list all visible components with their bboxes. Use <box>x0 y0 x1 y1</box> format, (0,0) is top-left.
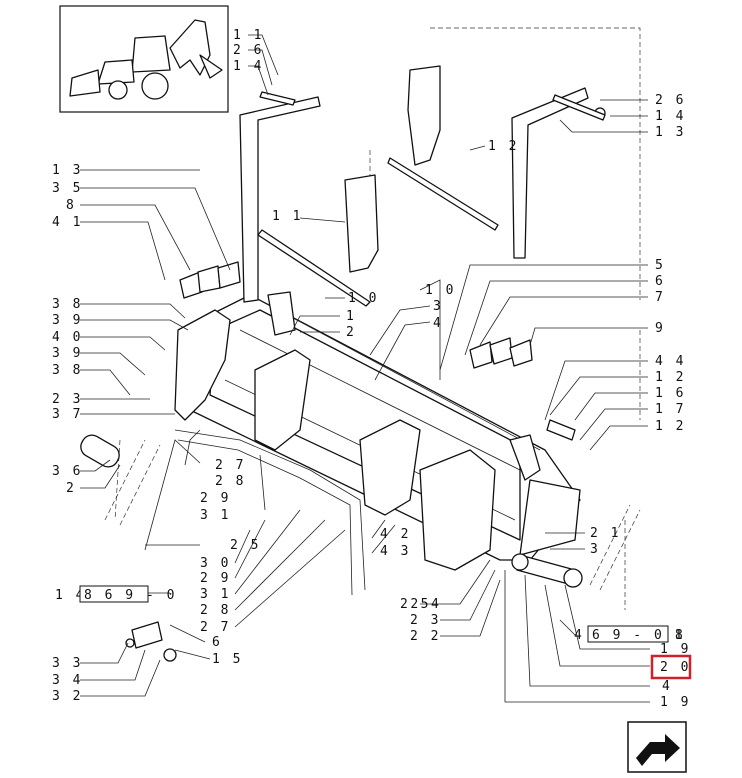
label-21: 2 1 <box>590 526 621 541</box>
label-17: 1 7 <box>655 402 686 417</box>
label-10b: 1 0 <box>425 283 456 298</box>
label-10a: 1 0 <box>348 291 379 306</box>
label-6b: 6 <box>212 635 222 650</box>
label-13-right: 1 3 <box>655 125 686 140</box>
page-turn-arrow-icon[interactable] <box>627 721 687 773</box>
label-39b: 3 9 <box>52 346 83 361</box>
label-34: 3 4 <box>52 673 83 688</box>
label-30: 3 0 <box>200 556 231 571</box>
label-35: 3 5 <box>52 181 83 196</box>
label-14-right: 1 4 <box>655 109 686 124</box>
ref-right-box: 6 9 - 0 1 <box>592 628 685 643</box>
label-42: 4 2 <box>380 527 411 542</box>
label-19b: 1 9 <box>660 695 691 710</box>
label-40: 4 0 <box>52 330 83 345</box>
label-13: 1 3 <box>52 163 83 178</box>
latch-parts <box>125 621 177 662</box>
loader-arms <box>239 87 589 303</box>
label-14-top: 1 4 <box>233 59 264 74</box>
label-1: 1 <box>346 309 356 324</box>
label-31a: 3 1 <box>200 508 231 523</box>
label-23a: 2 3 <box>52 392 83 407</box>
label-23b: 2 3 <box>410 613 441 628</box>
label-3a: 3 <box>433 299 443 314</box>
label-15: 1 5 <box>212 652 243 667</box>
ref-left-prefix: 1 4 <box>55 588 86 603</box>
upper-brackets <box>344 65 441 273</box>
label-12a: 1 2 <box>655 370 686 385</box>
label-12-top: 1 2 <box>488 139 519 154</box>
label-28b: 2 8 <box>200 603 231 618</box>
label-11-top: 1 1 <box>233 28 264 43</box>
cylinders <box>80 434 641 591</box>
label-9: 9 <box>655 321 665 336</box>
label-41: 4 1 <box>52 215 83 230</box>
wear-pads <box>179 261 533 369</box>
label-27a: 2 7 <box>215 458 246 473</box>
hydraulic-lines <box>174 429 366 596</box>
cross-shafts <box>257 157 499 307</box>
label-22: 2 2 <box>410 629 441 644</box>
label-5: 5 <box>655 258 665 273</box>
reference-box-right: 4 6 9 - 0 1 <box>574 625 685 643</box>
ref-right-prefix: 4 <box>574 628 584 643</box>
label-38b: 3 8 <box>52 363 83 378</box>
label-7: 7 <box>655 290 665 305</box>
backhoe-loader-thumbnail <box>59 5 229 113</box>
label-39a: 3 9 <box>52 313 83 328</box>
label-31b: 3 1 <box>200 587 231 602</box>
label-4a: 4 <box>433 316 443 331</box>
label-2254: 2254 <box>400 597 441 612</box>
label-43: 4 3 <box>380 544 411 559</box>
leader-lines <box>80 34 650 703</box>
callout-labels: 1 1 2 6 1 4 2 6 1 4 1 3 1 2 1 3 3 5 8 4 … <box>52 28 691 710</box>
pin-assembly <box>259 91 606 588</box>
label-36: 3 6 <box>52 464 83 479</box>
label-16: 1 6 <box>655 386 686 401</box>
label-3b: 3 <box>590 542 600 557</box>
label-25: 2 5 <box>230 538 261 553</box>
label-2b: 2 <box>66 481 76 496</box>
label-2a: 2 <box>346 325 356 340</box>
label-38a: 3 8 <box>52 297 83 312</box>
reference-box-left: 1 4 8 6 9 - 0 <box>55 585 177 603</box>
mounting-brackets <box>174 291 541 571</box>
label-29a: 2 9 <box>200 491 231 506</box>
ref-left-box: 8 6 9 - 0 <box>84 588 177 603</box>
label-37: 3 7 <box>52 407 83 422</box>
dashed-reference-lines <box>114 27 641 610</box>
label-28a: 2 8 <box>215 474 246 489</box>
label-6a: 6 <box>655 274 665 289</box>
label-26-top: 2 6 <box>233 43 264 58</box>
label-18: 8 <box>675 628 685 643</box>
label-4b: 4 <box>662 679 672 694</box>
label-12b: 1 2 <box>655 419 686 434</box>
label-26-right: 2 6 <box>655 93 686 108</box>
label-20: 2 0 <box>660 660 691 675</box>
label-32: 3 2 <box>52 689 83 704</box>
label-29b: 2 9 <box>200 571 231 586</box>
label-44: 4 4 <box>655 354 686 369</box>
highlight-box-label-20 <box>650 654 692 680</box>
label-33: 3 3 <box>52 656 83 671</box>
label-8a: 8 <box>66 198 76 213</box>
label-19a: 1 9 <box>660 642 691 657</box>
label-11: 1 1 <box>272 209 303 224</box>
label-27b: 2 7 <box>200 620 231 635</box>
